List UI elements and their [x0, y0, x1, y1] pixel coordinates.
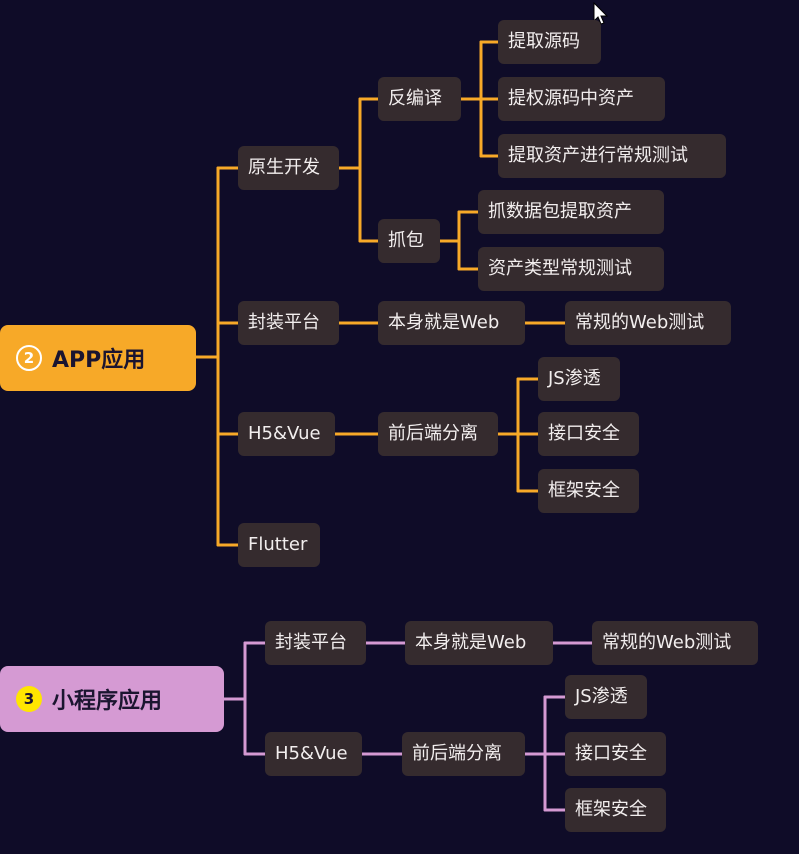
node-api-security[interactable]: 接口安全 — [538, 412, 639, 456]
node-flutter[interactable]: Flutter — [238, 523, 320, 567]
node-packet-capture[interactable]: 抓包 — [378, 219, 440, 263]
node-mini-api-security[interactable]: 接口安全 — [565, 732, 666, 776]
node-mini-frontend-backend-split[interactable]: 前后端分离 — [402, 732, 525, 776]
node-wrapper-platform[interactable]: 封装平台 — [238, 301, 339, 345]
node-native-dev[interactable]: 原生开发 — [238, 146, 339, 190]
node-h5vue[interactable]: H5&Vue — [238, 412, 335, 456]
node-mini-js-pentest[interactable]: JS渗透 — [565, 675, 647, 719]
node-capture-extract-assets[interactable]: 抓数据包提取资产 — [478, 190, 664, 234]
node-extract-source[interactable]: 提取源码 — [498, 20, 601, 64]
number-badge-2: 2 — [16, 345, 42, 371]
node-web-test[interactable]: 常规的Web测试 — [565, 301, 731, 345]
node-frontend-backend-split[interactable]: 前后端分离 — [378, 412, 498, 456]
app-root-label: APP应用 — [52, 348, 146, 373]
node-asset-type-test[interactable]: 资产类型常规测试 — [478, 247, 664, 291]
node-extract-source-assets[interactable]: 提权源码中资产 — [498, 77, 665, 121]
node-is-web[interactable]: 本身就是Web — [378, 301, 525, 345]
node-js-pentest[interactable]: JS渗透 — [538, 357, 620, 401]
node-mini-h5vue[interactable]: H5&Vue — [265, 732, 362, 776]
node-mini-wrapper-platform[interactable]: 封装平台 — [265, 621, 366, 665]
node-framework-security[interactable]: 框架安全 — [538, 469, 639, 513]
number-badge-3: 3 — [16, 686, 42, 712]
node-mini-is-web[interactable]: 本身就是Web — [405, 621, 553, 665]
app-root-node[interactable]: 2 APP应用 — [0, 325, 196, 391]
node-mini-web-test[interactable]: 常规的Web测试 — [592, 621, 758, 665]
node-extract-assets-test[interactable]: 提取资产进行常规测试 — [498, 134, 726, 178]
node-mini-framework-security[interactable]: 框架安全 — [565, 788, 666, 832]
mini-root-label: 小程序应用 — [52, 689, 163, 714]
mini-program-root-node[interactable]: 3 小程序应用 — [0, 666, 224, 732]
node-decompile[interactable]: 反编译 — [378, 77, 461, 121]
